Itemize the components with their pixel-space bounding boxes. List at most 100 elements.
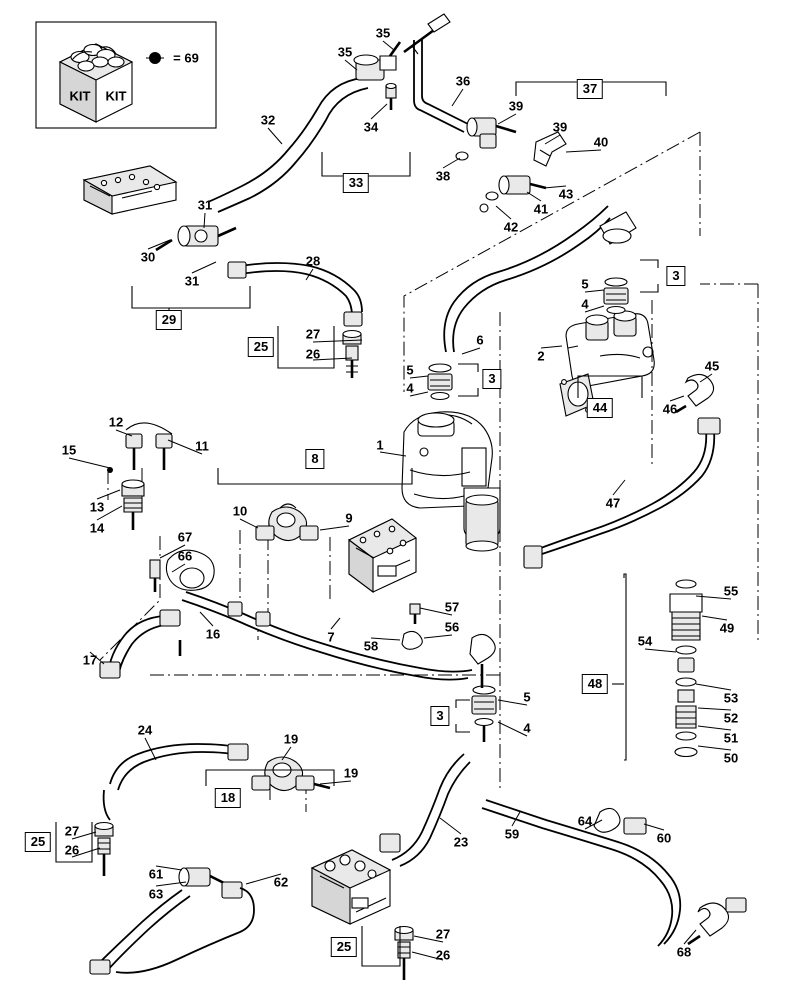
callout-26: 26 <box>64 842 80 858</box>
seal-4-5-pump <box>427 363 453 401</box>
callout-4: 4 <box>523 720 531 736</box>
callout-14: 14 <box>89 520 105 536</box>
callout-15: 15 <box>61 442 77 458</box>
manifold-upper-left <box>82 165 178 215</box>
callout-11: 11 <box>195 438 209 454</box>
fitting-41-43 <box>479 175 547 213</box>
callout-46: 46 <box>662 401 678 417</box>
callout-5: 5 <box>406 362 414 378</box>
fittings-11-15 <box>107 422 173 530</box>
manifold-center <box>347 518 418 594</box>
leader-lines <box>68 40 732 961</box>
callout-5: 5 <box>523 689 531 705</box>
bracket-66-67 <box>149 549 215 592</box>
elbow-45-46 <box>675 373 715 414</box>
callout-29: 29 <box>155 310 183 330</box>
plug-34 <box>385 82 397 110</box>
callout-36: 36 <box>455 73 471 89</box>
callout-50: 50 <box>723 750 739 766</box>
callout-66: 66 <box>177 548 193 564</box>
callout-7: 7 <box>327 629 335 645</box>
callout-42: 42 <box>503 219 519 235</box>
tee-8-9-10 <box>255 503 319 542</box>
washer-38 <box>455 151 469 161</box>
callout-58: 58 <box>363 638 379 654</box>
callout-1: 1 <box>376 437 384 453</box>
callout-49: 49 <box>719 620 735 636</box>
callout-18: 18 <box>214 788 242 808</box>
callout-16: 16 <box>205 626 221 642</box>
fitting-26-27-left <box>94 821 114 876</box>
callout-25: 25 <box>247 337 275 357</box>
callout-51: 51 <box>723 730 739 746</box>
callout-55: 55 <box>723 583 739 599</box>
callout-3: 3 <box>482 369 502 389</box>
callout-62: 62 <box>273 874 289 890</box>
callout-48: 48 <box>581 674 609 694</box>
callout-39: 39 <box>552 119 568 135</box>
callout-8: 8 <box>305 449 325 469</box>
callout-38: 38 <box>435 168 451 184</box>
kit-face-text-left: KIT <box>69 88 91 104</box>
callout-2: 2 <box>537 348 545 364</box>
hose-24 <box>102 743 249 821</box>
callout-45: 45 <box>704 358 720 374</box>
callout-26: 26 <box>305 346 321 362</box>
hose-16-17 <box>99 609 182 679</box>
fitting-26-27-bottom <box>394 925 414 980</box>
seal-4-5-valve <box>603 277 629 315</box>
callout-3: 3 <box>430 706 450 726</box>
hose-32 <box>207 77 369 213</box>
callout-6: 6 <box>476 332 484 348</box>
callout-61: 61 <box>148 866 164 882</box>
callout-17: 17 <box>82 652 98 668</box>
callout-25: 25 <box>330 937 358 957</box>
callout-28: 28 <box>305 253 321 269</box>
hose-23 <box>379 753 471 867</box>
callout-35: 35 <box>375 25 391 41</box>
callout-10: 10 <box>232 503 248 519</box>
manifold-lower <box>310 849 392 925</box>
fitting-30-31 <box>155 225 237 252</box>
callout-35: 35 <box>337 44 353 60</box>
callout-5: 5 <box>581 276 589 292</box>
fitting-26-27-top <box>342 329 362 378</box>
kit-legend-text: = 69 <box>173 50 199 66</box>
fitting-39 <box>466 117 517 149</box>
callout-27: 27 <box>435 926 451 942</box>
callout-24: 24 <box>137 722 153 738</box>
steering-pump-assembly <box>401 411 501 552</box>
hose-59 <box>481 799 682 947</box>
valve-stack-48 <box>669 579 703 758</box>
callout-37: 37 <box>576 79 604 99</box>
seal-4-5-lower <box>471 685 497 742</box>
fitting-40 <box>533 131 567 167</box>
elbow-68 <box>687 897 747 946</box>
callout-53: 53 <box>723 690 739 706</box>
hose-28 <box>227 261 363 327</box>
kit-face-text-right: KIT <box>105 88 127 104</box>
control-valve-assembly <box>559 310 655 417</box>
callout-32: 32 <box>260 112 276 128</box>
callout-44: 44 <box>586 398 614 418</box>
callout-26: 26 <box>435 947 451 963</box>
kit-box-group <box>35 21 217 129</box>
fitting-35b <box>403 13 451 55</box>
group-brackets <box>55 81 667 967</box>
fitting-61-63 <box>89 867 255 975</box>
callout-19: 19 <box>283 731 299 747</box>
callout-43: 43 <box>558 186 574 202</box>
callout-41: 41 <box>533 201 549 217</box>
callout-60: 60 <box>656 830 672 846</box>
callout-52: 52 <box>723 710 739 726</box>
hose-36 <box>413 40 469 133</box>
callout-31: 31 <box>197 197 213 213</box>
callout-27: 27 <box>305 326 321 342</box>
callout-19: 19 <box>343 765 359 781</box>
parts-56-58 <box>401 603 423 650</box>
callout-3: 3 <box>666 266 686 286</box>
callout-57: 57 <box>444 599 460 615</box>
hose-6 <box>443 205 637 353</box>
